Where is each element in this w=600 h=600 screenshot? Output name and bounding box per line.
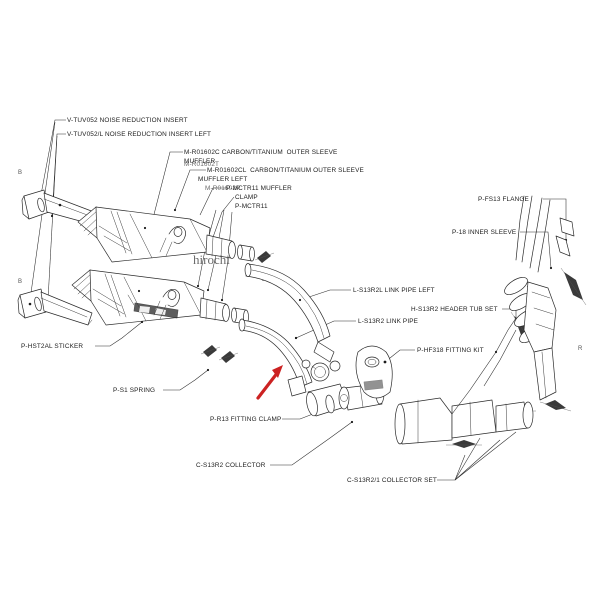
callout-fitting-clamp: P-R13 FITTING CLAMP bbox=[210, 416, 281, 423]
callout-outer-sleeve-muffler: M-R01602C CARBON/TITANIUM OUTER SLEEVE bbox=[184, 149, 337, 156]
callout-spring: P-S1 SPRING bbox=[113, 387, 155, 394]
callout-fitting-kit: P-HF318 FITTING KIT bbox=[417, 347, 484, 354]
callout-outer-sleeve-muffler-left-line2: MUFFLER LEFT bbox=[198, 176, 247, 183]
revision-mark-r-right: R bbox=[578, 346, 583, 352]
callout-noise-reduction-insert-left: V-TUV052/L NOISE REDUCTION INSERT LEFT bbox=[67, 131, 211, 138]
noise-reduction-insert-lower bbox=[17, 288, 93, 326]
callout-mctr11-muffler-clamp: P-MCTR11 MUFFLER bbox=[226, 185, 292, 192]
spring-icon bbox=[218, 351, 239, 363]
collector-set bbox=[394, 397, 534, 445]
callout-mctr11-code: P-MCTR11 bbox=[235, 203, 268, 210]
spring-icon bbox=[446, 440, 482, 448]
muffler-upper bbox=[77, 206, 255, 263]
callout-collector-set: C-S13R2/1 COLLECTOR SET bbox=[347, 477, 437, 484]
spring-icon bbox=[560, 267, 587, 306]
revision-mark-b-upper: B bbox=[18, 170, 22, 176]
spring-icon bbox=[254, 251, 275, 263]
callout-inner-sleeve: P-18 INNER SLEEVE bbox=[452, 229, 516, 236]
callout-noise-reduction-insert: V-TUV052 NOISE REDUCTION INSERT bbox=[67, 117, 188, 124]
callout-link-pipe: L-S13R2 LINK PIPE bbox=[358, 318, 418, 325]
header-tube-set bbox=[504, 195, 575, 401]
spring-icon bbox=[539, 400, 572, 412]
faint-part-code-label: M-R01602T bbox=[184, 161, 219, 168]
muffler-lower bbox=[71, 269, 249, 326]
callout-outer-sleeve-muffler-line2: MUFFLER bbox=[184, 158, 215, 165]
spring-icon bbox=[200, 345, 221, 357]
red-pointer-arrow bbox=[256, 365, 283, 400]
faint-part-code-label: M-R01602P bbox=[205, 185, 240, 192]
callout-header-tub-set: H-S13R2 HEADER TUB SET bbox=[411, 306, 498, 313]
hirochi-watermark: hirochi bbox=[193, 252, 230, 267]
callout-collector: C-S13R2 COLLECTOR bbox=[196, 462, 266, 469]
callout-labels-layer: M-R01602T M-R01602P V-TUV052 NOISE REDUC… bbox=[21, 117, 529, 484]
callout-link-pipe-left: L-S13R2L LINK PIPE LEFT bbox=[353, 287, 435, 294]
revision-marks-layer: B B R bbox=[18, 170, 583, 352]
link-pipe-upper bbox=[244, 263, 335, 363]
callout-mctr11-muffler-clamp-line2: CLAMP bbox=[235, 194, 258, 201]
callout-outer-sleeve-muffler-left: M-R01602CL CARBON/TITANIUM OUTER SLEEVE bbox=[207, 167, 364, 174]
collector-assembly bbox=[287, 345, 393, 417]
revision-mark-b-lower: B bbox=[18, 279, 22, 285]
header-tub-leaders bbox=[451, 329, 517, 415]
callout-sticker: P-HST2AL STICKER bbox=[21, 343, 83, 350]
callout-flange: P-FS13 FLANGE bbox=[478, 196, 529, 203]
noise-reduction-insert-upper bbox=[21, 189, 95, 225]
